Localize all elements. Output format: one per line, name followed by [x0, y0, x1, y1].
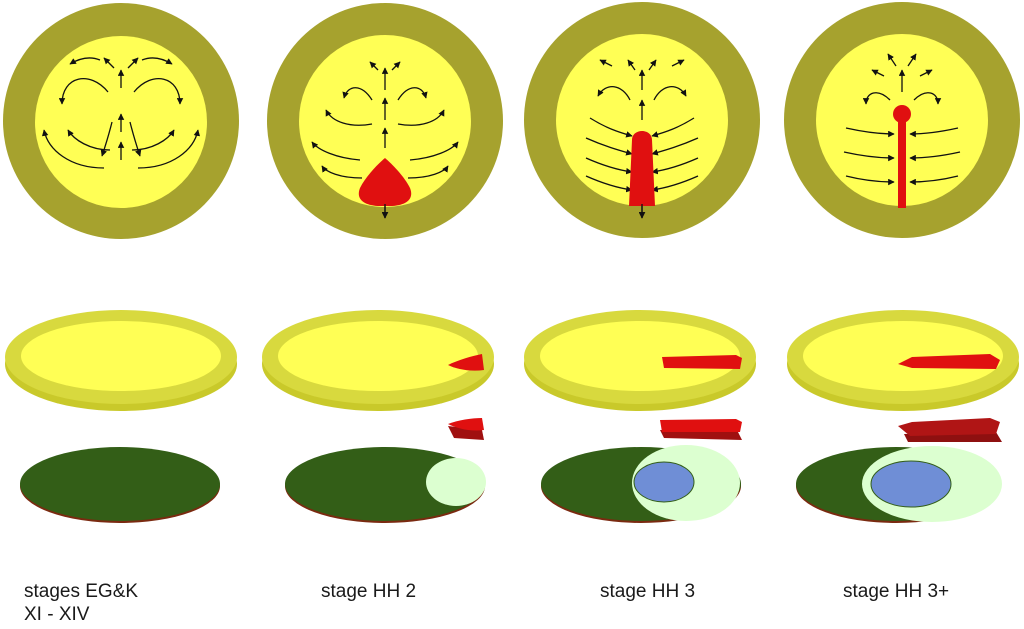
primitive-streak — [629, 131, 655, 206]
cell-flow-arrows — [843, 53, 961, 186]
area-pellucida — [299, 35, 471, 207]
top-view-stage-3 — [524, 2, 760, 238]
epiblast — [20, 447, 220, 521]
side-view-stage-1 — [5, 310, 237, 411]
stage-label-4: stage HH 3+ — [843, 580, 949, 603]
cell-flow-arrows — [311, 61, 459, 219]
streak-block-top — [660, 419, 742, 432]
streak-block-stage-2 — [448, 418, 484, 440]
primitive-streak — [358, 158, 412, 206]
streak-block-top — [898, 418, 1000, 436]
side-view-stage-2 — [262, 310, 494, 411]
stage-label-1-line1: stages EG&K — [24, 581, 139, 602]
mesoderm-zone — [426, 458, 486, 506]
primitive-streak — [898, 116, 906, 208]
epiblast-stage-4 — [796, 446, 1002, 523]
primitive-streak-oblique — [662, 355, 742, 369]
disc-center — [278, 321, 478, 391]
side-view-stage-4 — [787, 310, 1019, 411]
disc-center — [21, 321, 221, 391]
primitive-streak-oblique — [898, 354, 1000, 369]
stage-label-2: stage HH 2 — [321, 580, 416, 603]
stage-label-4-line1: stage HH 3+ — [843, 581, 950, 602]
side-view-stage-3 — [524, 310, 756, 411]
streak-block-stage-4 — [898, 418, 1002, 442]
epiblast-stage-2 — [285, 447, 486, 523]
top-view-stage-2 — [267, 3, 503, 239]
streak-block-side — [660, 430, 742, 440]
stage-label-3-line1: stage HH 3 — [600, 581, 696, 602]
top-view-stage-4 — [784, 2, 1020, 238]
stage-label-1-line2: XI - XIV — [24, 604, 90, 625]
stage-label-2-line1: stage HH 2 — [321, 581, 417, 602]
primitive-streak-oblique — [448, 354, 484, 371]
cell-flow-arrows — [41, 57, 201, 169]
epiblast-stage-1 — [20, 447, 220, 523]
stage-label-1: stages EG&K XI - XIV — [24, 580, 138, 626]
stage-label-3: stage HH 3 — [600, 580, 695, 603]
top-view-stage-1 — [3, 3, 239, 239]
streak-block-top — [448, 418, 484, 431]
epiblast-stage-3 — [541, 445, 741, 523]
disc-center — [540, 321, 740, 391]
disc-center — [803, 321, 1003, 391]
endoderm-zone — [870, 460, 952, 508]
hensens-node — [893, 105, 911, 123]
cell-flow-arrows — [585, 59, 699, 219]
streak-block-stage-3 — [660, 419, 742, 440]
endoderm-zone — [633, 461, 695, 503]
